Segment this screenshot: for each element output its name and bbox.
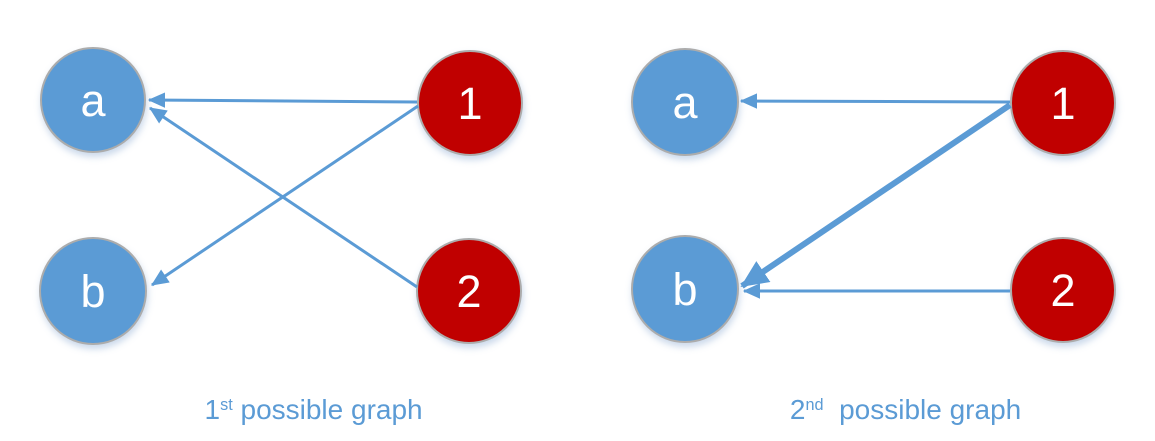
- node-label: a: [80, 74, 106, 126]
- caption-ordinal: st: [220, 396, 233, 415]
- node-label: 2: [1050, 264, 1076, 316]
- caption-number: 1: [204, 394, 221, 426]
- node-label: 1: [457, 77, 483, 129]
- node-graph-1-1: 1: [417, 50, 523, 156]
- node-label: 2: [456, 265, 482, 317]
- node-label: b: [80, 265, 106, 317]
- node-label: 1: [1050, 77, 1076, 129]
- caption-text: possible graph: [823, 394, 1022, 426]
- node-label: b: [672, 263, 698, 315]
- caption-number: 2: [789, 394, 806, 426]
- node-graph-2-1: 1: [1010, 50, 1116, 156]
- caption-ordinal: nd: [805, 396, 824, 415]
- node-label: a: [672, 76, 698, 128]
- node-graph-2-a: a: [631, 48, 739, 156]
- node-graph-1-a: a: [40, 47, 146, 153]
- caption-graph-1: 1st possible graph: [173, 362, 423, 441]
- node-graph-1-2: 2: [416, 238, 522, 344]
- caption-text: possible graph: [232, 394, 423, 426]
- node-graph-2-b: b: [631, 235, 739, 343]
- node-graph-1-b: b: [39, 237, 147, 345]
- caption-graph-2: 2nd possible graph: [759, 362, 1021, 441]
- node-graph-2-2: 2: [1010, 237, 1116, 343]
